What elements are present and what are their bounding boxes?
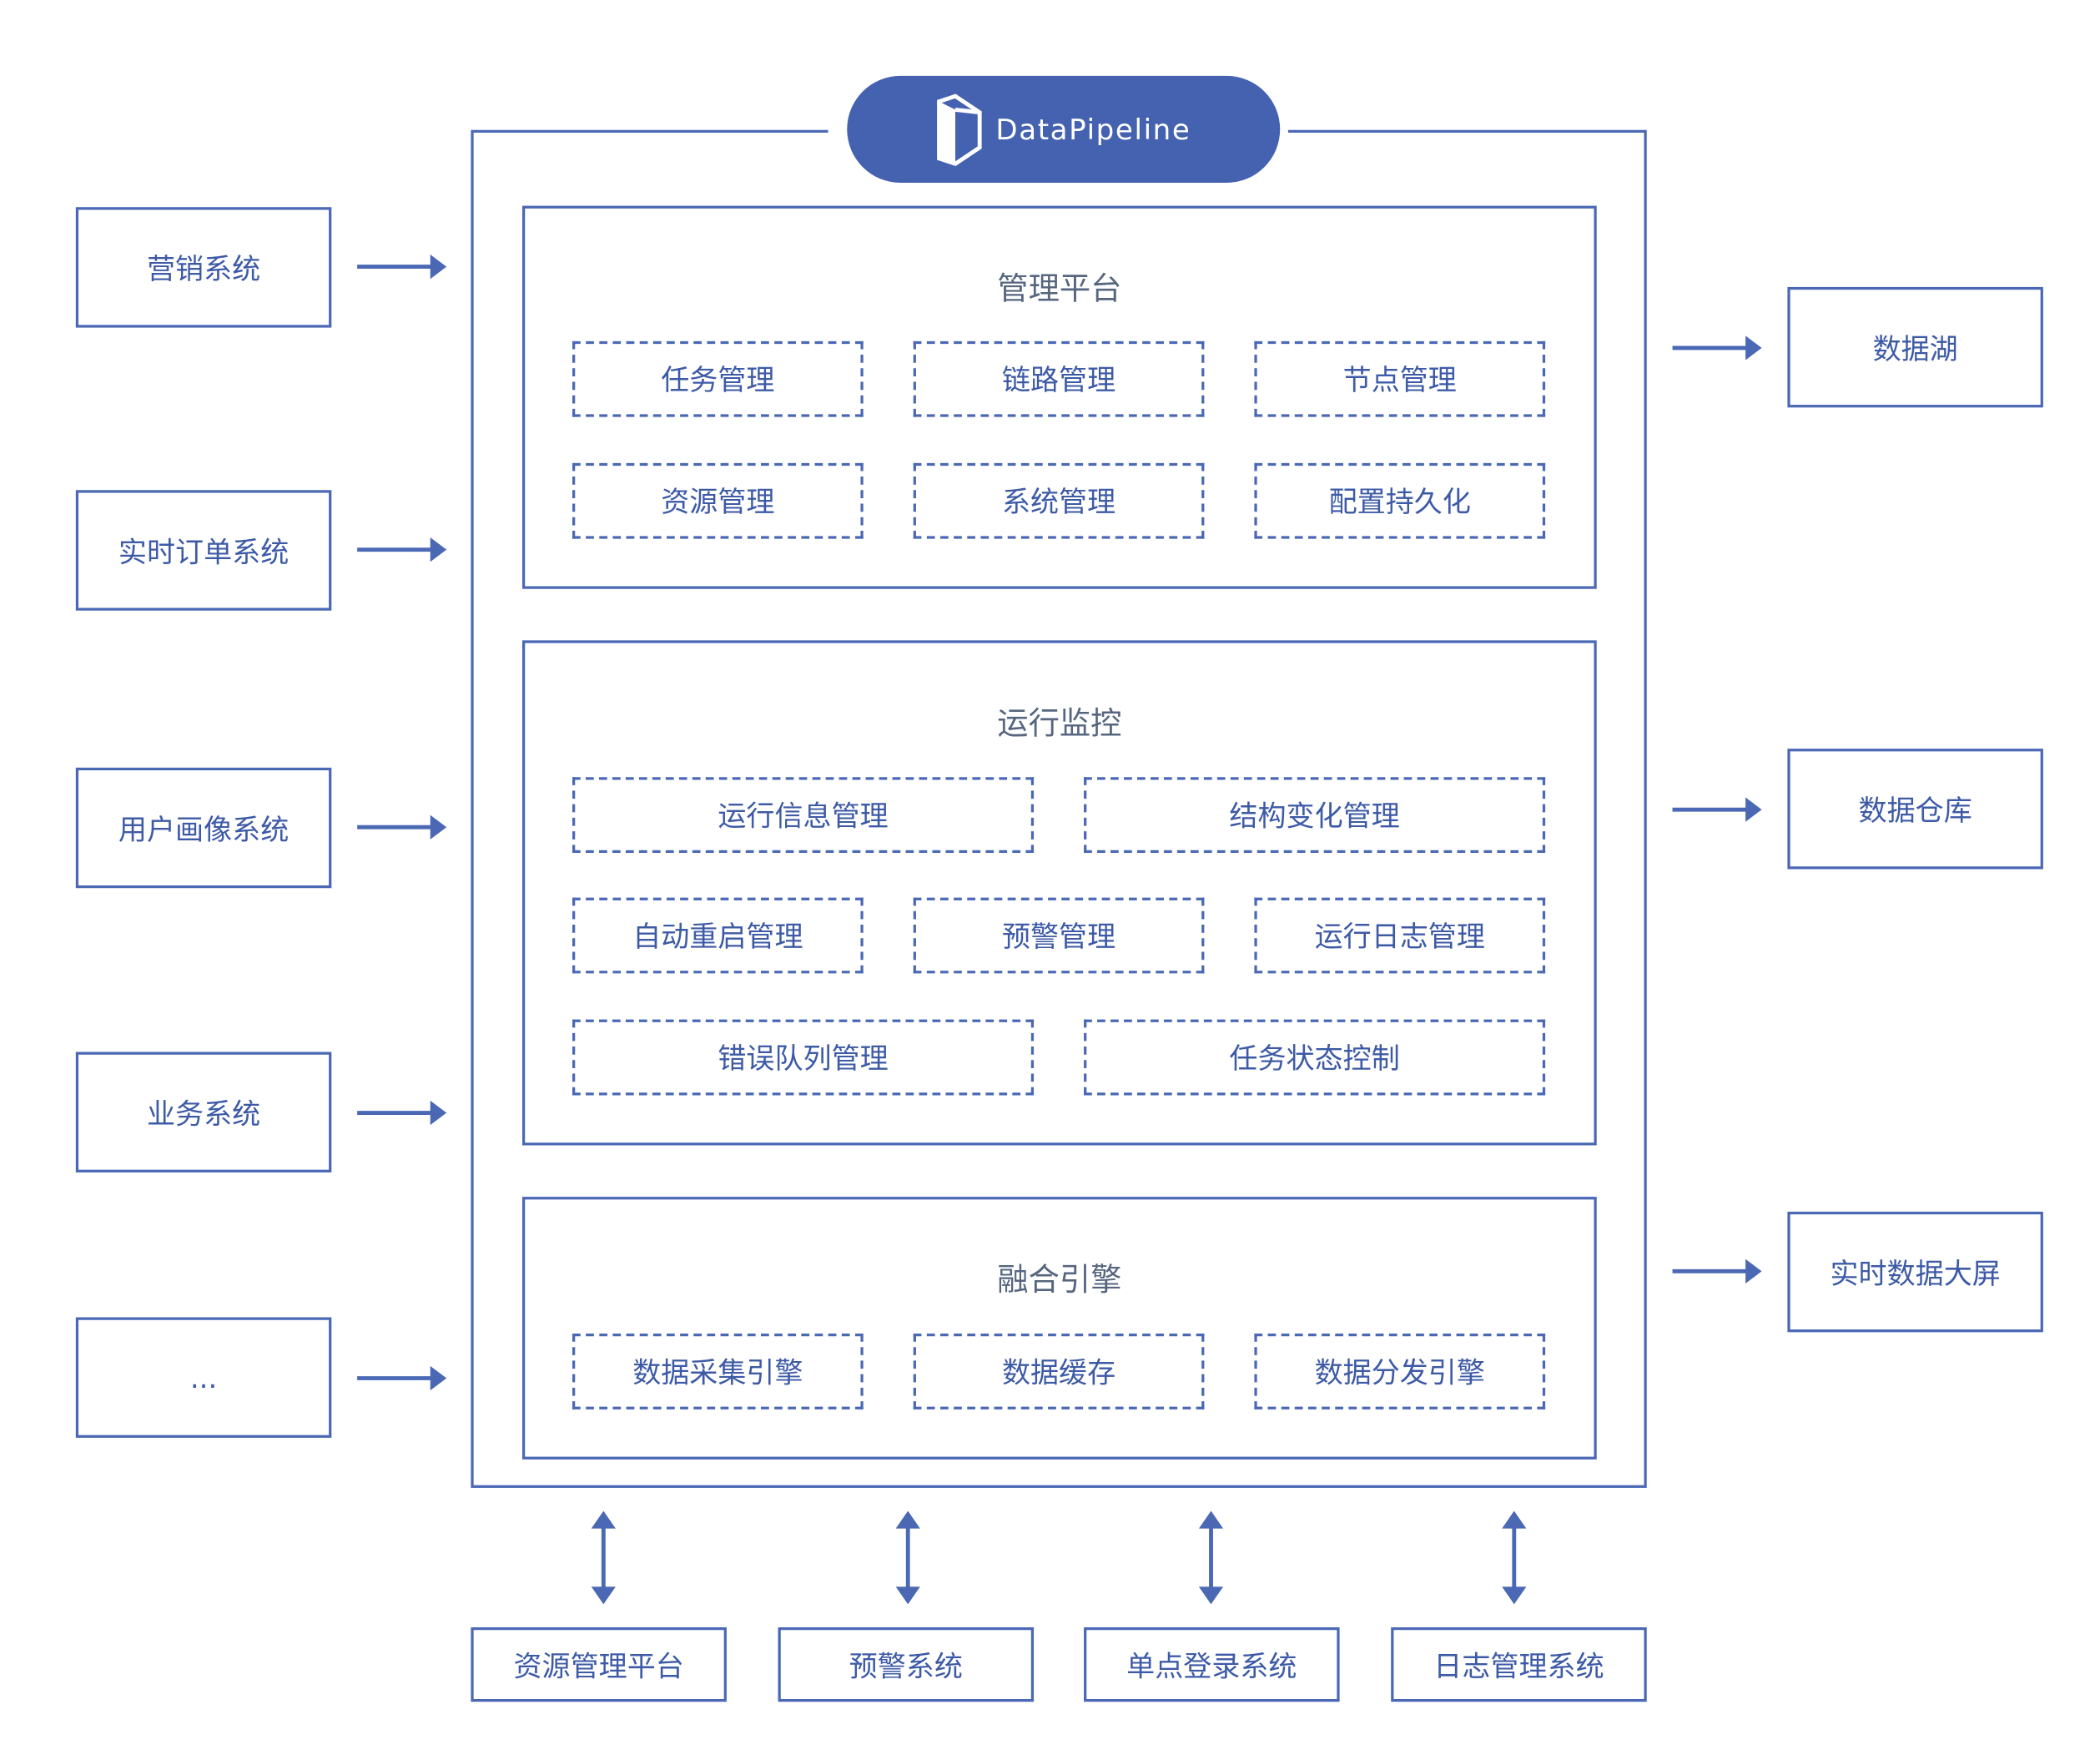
module-auto-restart-management: 自动重启管理 (572, 897, 864, 974)
module-task-management: 任务管理 (572, 340, 864, 417)
module-runtime-log-management: 运行日志管理 (1254, 897, 1546, 974)
engine-panel-title: 融合引擎 (997, 1263, 1122, 1299)
arrow-bidirectional (591, 1510, 616, 1605)
module-alert-management: 预警管理 (913, 897, 1205, 974)
module-node-management: 节点管理 (1254, 340, 1546, 417)
arrow-right (357, 537, 447, 562)
target-data-lake: 数据湖 (1787, 286, 2043, 408)
arrow-right (1672, 797, 1762, 822)
bottom-system-sso: 单点登录系统 (1084, 1627, 1340, 1702)
bottom-system-log-management: 日志管理系统 (1391, 1627, 1647, 1702)
arrow-right (357, 1365, 447, 1391)
module-data-collection-engine: 数据采集引擎 (572, 1333, 864, 1410)
target-data-warehouse: 数据仓库 (1787, 749, 2043, 870)
management-panel: 管理平台 (522, 205, 1597, 589)
arrow-right (357, 1100, 447, 1126)
bottom-system-resource-platform: 资源管理平台 (471, 1627, 727, 1702)
module-schema-change-management: 结构变化管理 (1084, 777, 1546, 854)
source-system-realtime-orders: 实时订单系统 (75, 490, 332, 611)
arrow-right (357, 254, 447, 280)
logo-text: DataPipeline (995, 113, 1191, 146)
arrow-right (1672, 335, 1762, 361)
source-system-user-profile: 用户画像系统 (75, 767, 332, 889)
arrow-bidirectional (1198, 1510, 1224, 1605)
source-system-marketing: 营销系统 (75, 207, 332, 328)
management-panel-title: 管理平台 (997, 272, 1122, 308)
monitoring-panel-title: 运行监控 (997, 706, 1122, 743)
engine-panel: 融合引擎 (522, 1197, 1597, 1460)
source-system-business: 业务系统 (75, 1051, 332, 1172)
module-config-persistence: 配置持久化 (1254, 462, 1546, 539)
module-data-cache: 数据缓存 (913, 1333, 1205, 1410)
monitoring-panel: 运行监控 (522, 640, 1597, 1146)
target-realtime-dashboard: 实时数据大屏 (1787, 1211, 2043, 1333)
module-system-management: 系统管理 (913, 462, 1205, 539)
arrow-bidirectional (1502, 1510, 1527, 1605)
module-data-distribution-engine: 数据分发引擎 (1254, 1333, 1546, 1410)
module-error-queue-management: 错误队列管理 (572, 1019, 1035, 1096)
arrow-right (357, 814, 447, 840)
datapipeline-logo: DataPipeline (847, 75, 1281, 184)
module-resource-management: 资源管理 (572, 462, 864, 539)
source-system-more: ... (75, 1317, 332, 1438)
arrow-bidirectional (895, 1510, 920, 1605)
module-link-management: 链路管理 (913, 340, 1205, 417)
datapipeline-logo-icon (936, 93, 982, 166)
module-task-state-control: 任务状态控制 (1084, 1019, 1546, 1096)
module-runtime-info-management: 运行信息管理 (572, 777, 1035, 854)
arrow-right (1672, 1258, 1762, 1283)
bottom-system-alerting: 预警系统 (778, 1627, 1035, 1702)
